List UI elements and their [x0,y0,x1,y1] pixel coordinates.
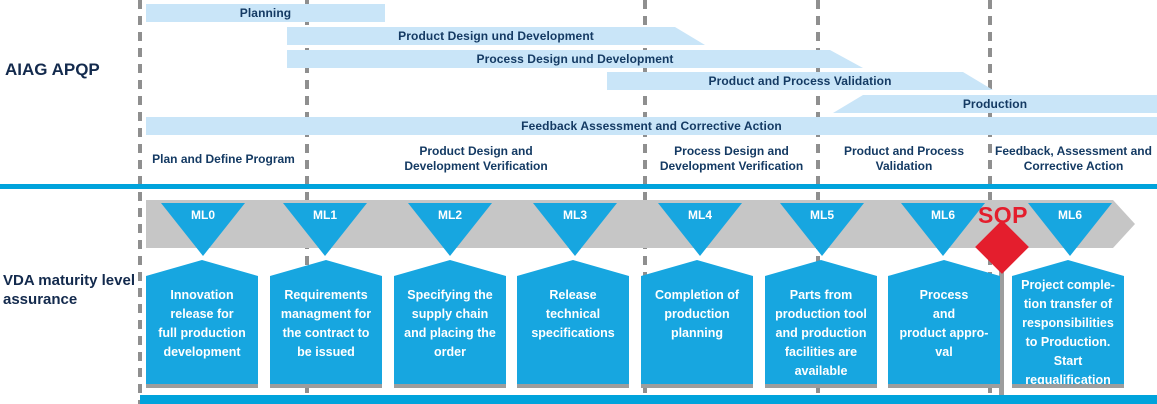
ml-marker-label: ML6 [931,208,955,222]
phase-label-product-process-validation: Product and Process Validation [843,144,965,173]
milestone-box: Requirements managment for the contract … [270,260,382,384]
milestone-box: Project comple- tion transfer of respons… [1012,260,1124,384]
apqp-bar-production: Production [833,95,1157,113]
ml-marker-label: ML6 [1058,208,1082,222]
aiag-apqp-label: AIAG APQP [5,60,100,79]
apqp-bar-planning: Planning [146,4,385,22]
phase-label-feedback-corrective: Feedback, Assessment and Corrective Acti… [995,144,1152,173]
milestone-box-baseline [270,384,382,388]
apqp-bar-feedback: Feedback Assessment and Corrective Actio… [146,117,1157,135]
ml-marker-label: ML1 [313,208,337,222]
phase-label-plan-define: Plan and Define Program [152,151,295,166]
milestone-box-baseline [888,384,1000,388]
grid-dashed-line [138,0,142,404]
milestone-box: Process and product appro- val [888,260,1000,384]
sop-connector-line [999,264,1004,396]
ml-marker-label: ML0 [191,208,215,222]
milestone-box: Release technical specifications [517,260,629,384]
apqp-bar-process-design: Process Design und Development [287,50,863,68]
phase-label-process-design-verification: Process Design and Development Verificat… [659,144,804,173]
vda-maturity-label: VDA maturity level assurance [3,272,135,308]
ml-marker-label: ML5 [810,208,834,222]
milestone-box-baseline [517,384,629,388]
milestone-box: Parts from production tool and productio… [765,260,877,384]
milestone-box-baseline [641,384,753,388]
milestone-box: Specifying the supply chain and placing … [394,260,506,384]
milestone-box: Completion of production planning [641,260,753,384]
ml-marker-label: ML4 [688,208,712,222]
ml-marker-label: ML3 [563,208,587,222]
milestone-box-baseline [394,384,506,388]
apqp-bar-product-design: Product Design und Development [287,27,705,45]
ml-marker-label: ML2 [438,208,462,222]
milestone-box: Innovation release for full production d… [146,260,258,384]
apqp-bar-validation: Product and Process Validation [607,72,993,90]
milestone-box-baseline [146,384,258,388]
phase-label-product-design-verification: Product Design and Development Verificat… [404,144,548,173]
bottom-accent-bar [140,395,1157,404]
milestone-box-baseline [1012,384,1124,388]
milestone-box-baseline [765,384,877,388]
section-divider-line [0,184,1157,189]
